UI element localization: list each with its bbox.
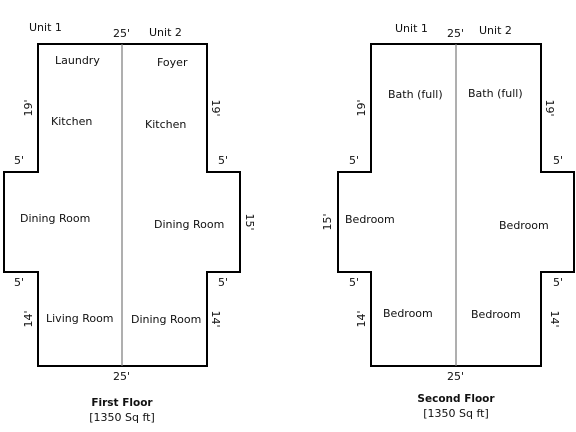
first-floor-caption-area: [1350 Sq ft] xyxy=(89,411,155,424)
dimension-left-middle: 15' xyxy=(321,213,334,230)
room-label-bedroom-low-unit-2: Bedroom xyxy=(471,308,521,321)
room-label-bedroom-mid-unit-2: Bedroom xyxy=(499,219,549,232)
dimension-left-step-top: 5' xyxy=(349,154,359,167)
dimension-left-upper: 19' xyxy=(355,99,368,116)
second-floor-caption-area: [1350 Sq ft] xyxy=(423,407,489,420)
dimension-bottom: 25' xyxy=(113,370,130,383)
second-floor-outline xyxy=(337,43,575,367)
dimension-right-step-bottom: 5' xyxy=(553,276,563,289)
room-label-kitchen-unit-1: Kitchen xyxy=(51,115,92,128)
dimension-right-lower: 14' xyxy=(548,310,561,327)
dimension-left-step-bottom: 5' xyxy=(14,276,24,289)
dimension-left-step-bottom: 5' xyxy=(349,276,359,289)
room-label-bath-unit-2: Bath (full) xyxy=(468,87,523,100)
dimension-left-step-top: 5' xyxy=(14,154,24,167)
room-label-dining-unit-2: Dining Room xyxy=(154,218,224,231)
room-label-laundry: Laundry xyxy=(55,54,100,67)
first-floor-caption-title: First Floor xyxy=(91,397,153,409)
first-floor-outline xyxy=(3,43,241,367)
second-floor-unit-2-header: Unit 2 xyxy=(479,24,512,37)
dimension-right-step-top: 5' xyxy=(218,154,228,167)
dimension-top: 25' xyxy=(113,27,130,40)
first-floor-unit-1-header: Unit 1 xyxy=(29,21,62,34)
room-label-bedroom-mid-unit-1: Bedroom xyxy=(345,213,395,226)
second-floor-caption-title: Second Floor xyxy=(417,393,495,405)
second-floor-unit-1-header: Unit 1 xyxy=(395,22,428,35)
room-label-living-room: Living Room xyxy=(46,312,114,325)
first-floor-unit-2-header: Unit 2 xyxy=(149,26,182,39)
room-label-kitchen-unit-2: Kitchen xyxy=(145,118,186,131)
dimension-right-lower: 14' xyxy=(209,310,222,327)
room-label-bedroom-low-unit-1: Bedroom xyxy=(383,307,433,320)
dimension-top: 25' xyxy=(447,27,464,40)
dimension-right-step-top: 5' xyxy=(553,154,563,167)
dimension-bottom: 25' xyxy=(447,370,464,383)
dimension-right-middle: 15' xyxy=(243,213,256,230)
dimension-right-upper: 19' xyxy=(543,99,556,116)
dimension-right-upper: 19' xyxy=(209,99,222,116)
room-label-dining-lower-unit-2: Dining Room xyxy=(131,313,201,326)
dimension-left-lower: 14' xyxy=(22,310,35,327)
room-label-bath-unit-1: Bath (full) xyxy=(388,88,443,101)
dimension-left-lower: 14' xyxy=(355,310,368,327)
dimension-right-step-bottom: 5' xyxy=(218,276,228,289)
second-floor-plan: Unit 1 Unit 2 Bath (full) Bath (full) Be… xyxy=(321,22,575,420)
room-label-foyer: Foyer xyxy=(157,56,188,69)
room-label-dining-unit-1: Dining Room xyxy=(20,212,90,225)
first-floor-plan: Unit 1 Unit 2 Laundry Foyer Kitchen Kitc… xyxy=(3,21,256,424)
dimension-left-upper: 19' xyxy=(22,99,35,116)
